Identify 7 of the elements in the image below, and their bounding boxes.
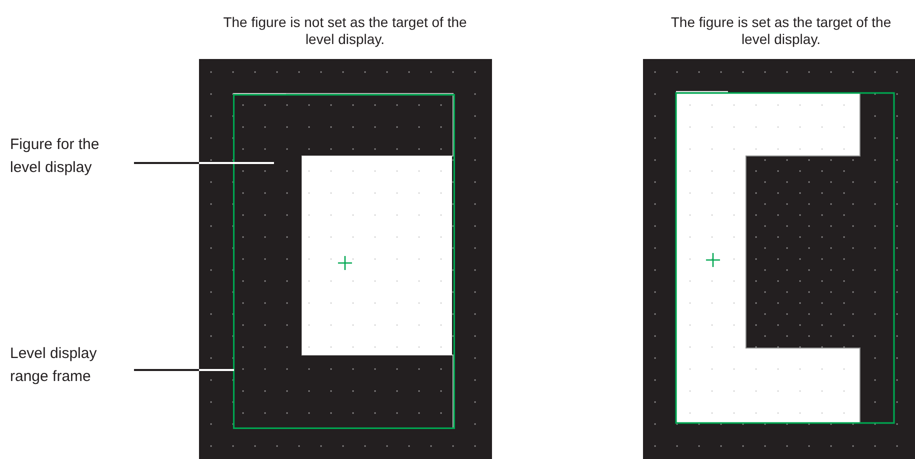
panel-title: The figure is set as the target of the level display. — [670, 14, 892, 48]
panel-title: The figure is not set as the target of the level display. — [222, 14, 468, 48]
callout-label: Figure for the level display — [10, 133, 132, 179]
screen-panel — [199, 14, 492, 459]
callout-label: Level display range frame — [10, 342, 132, 388]
leader-line — [134, 369, 234, 371]
leader-line — [134, 162, 274, 164]
